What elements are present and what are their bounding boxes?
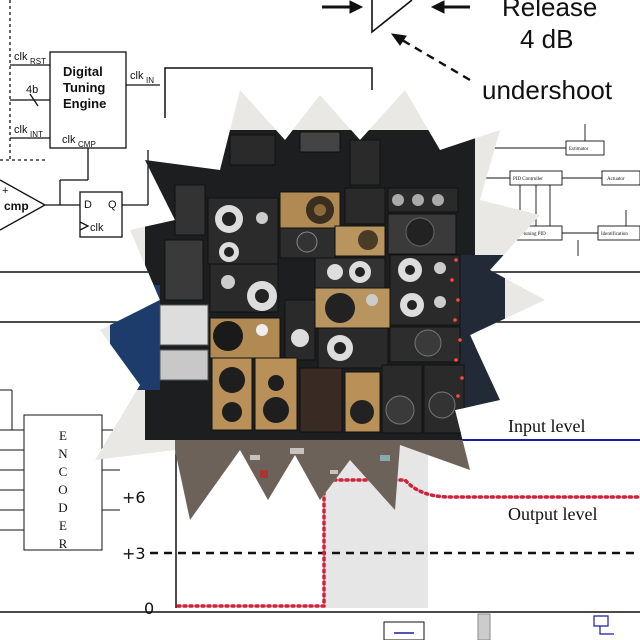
tick-plus3: +3	[122, 544, 146, 563]
encoder-letter-3: C	[59, 464, 68, 479]
level-chart-labels: +9 +6 +3 0	[122, 433, 154, 618]
clk-in-label: clk	[130, 70, 144, 82]
control-block-labels: Estimator PID Controller Actuator Auto-t…	[512, 147, 628, 237]
cmp-label: cmp	[4, 199, 29, 213]
encoder-letter-4: O	[58, 482, 67, 497]
clk-int-label: clk	[14, 124, 28, 136]
undershoot-label: undershoot	[482, 75, 613, 105]
release-label: Release	[502, 0, 597, 22]
clk-int-sub: INT	[30, 130, 43, 139]
encoder-diagram	[0, 389, 120, 551]
ff-q-label: Q	[108, 199, 117, 211]
clk-in-sub: IN	[146, 76, 154, 85]
top-center-frame	[164, 67, 373, 118]
tick-zero: 0	[144, 599, 154, 618]
clk-cmp-sub: CMP	[78, 140, 96, 149]
plus-label: +	[2, 185, 8, 197]
release-labels: Release 4 dB undershoot	[482, 0, 613, 105]
ff-clk-label: clk	[90, 222, 104, 234]
speaker-cabinets	[159, 131, 465, 434]
encoder-letter-5: D	[58, 500, 67, 515]
encoder-letter-6: E	[59, 518, 67, 533]
encoder-box	[23, 414, 103, 551]
block-identification-label: Identification	[601, 232, 628, 237]
level-chart-serif-labels: Input level Output level	[508, 416, 597, 524]
bits-label: 4b	[26, 84, 38, 96]
tuning-engine-schematic	[0, 0, 160, 238]
clk-rst-label: clk	[14, 51, 28, 63]
engine-title-line-2: Tuning	[63, 80, 105, 95]
engine-title-line-1: Digital	[63, 64, 103, 79]
clk-cmp-label: clk	[62, 134, 76, 146]
output-level-trace	[176, 478, 640, 608]
input-level-label: Input level	[508, 416, 585, 436]
encoder-letter-7: R	[59, 536, 68, 551]
ff-d-label: D	[84, 199, 92, 211]
speaker-wall-photo	[95, 90, 545, 520]
block-estimator-label: Estimator	[569, 147, 589, 152]
block-pid-label: PID Controller	[513, 177, 543, 182]
engine-title-line-3: Engine	[63, 96, 106, 111]
release-value: 4 dB	[520, 24, 574, 54]
tick-plus6: +6	[122, 488, 146, 507]
clk-rst-sub: RST	[30, 57, 46, 66]
tuning-engine-labels: Digital Tuning Engine clk RST 4b clk INT…	[2, 51, 154, 234]
block-auto-label: Auto-tuning PID	[512, 232, 546, 237]
encoder-letter-2: N	[58, 446, 68, 461]
encoder-letter-1: E	[59, 428, 67, 443]
release-diagram	[322, 0, 471, 82]
output-level-label: Output level	[508, 504, 597, 524]
encoder-letters: E N C O D E R	[58, 428, 68, 551]
block-actuator-label: Actuator	[607, 177, 625, 182]
